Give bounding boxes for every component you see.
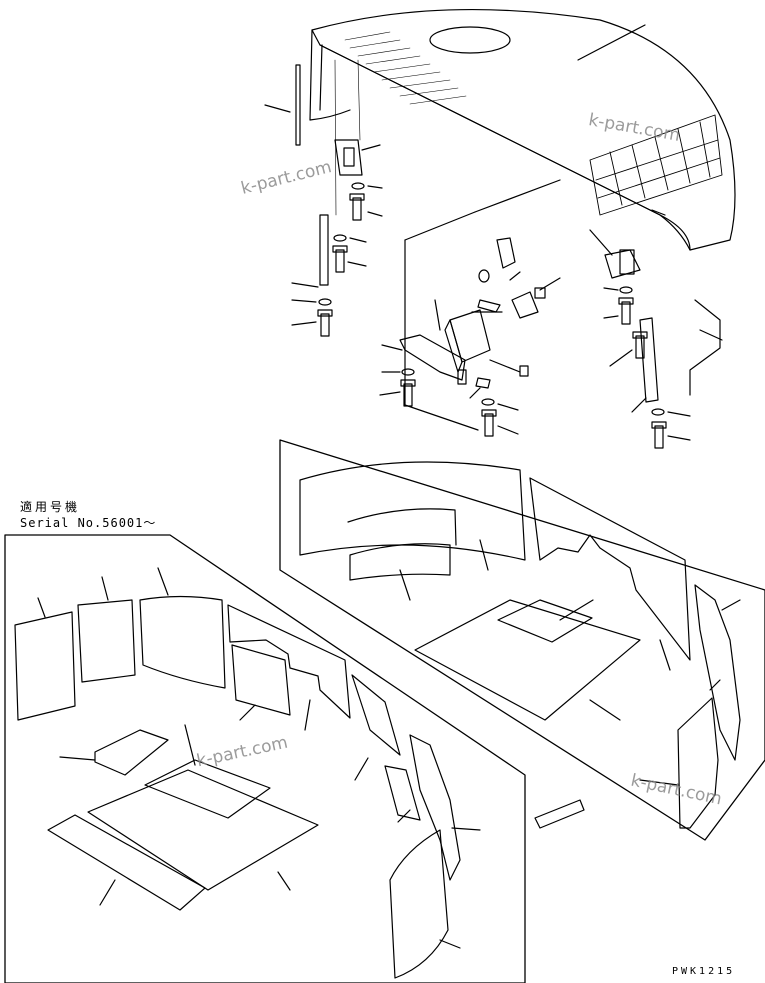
drawing-code: PWK1215	[672, 966, 736, 977]
left-seal-strip	[295, 64, 301, 146]
center-latch-assembly	[379, 179, 561, 437]
serial-label-japanese: 適用号機	[20, 500, 81, 514]
serial-number-label: Serial No.56001～	[20, 516, 157, 530]
panel-current-insulation	[279, 439, 765, 841]
left-hinge-assembly	[291, 59, 383, 337]
right-hinge-assembly	[589, 209, 723, 449]
engine-hood	[264, 9, 736, 251]
panel-serial-insulation	[4, 534, 526, 983]
